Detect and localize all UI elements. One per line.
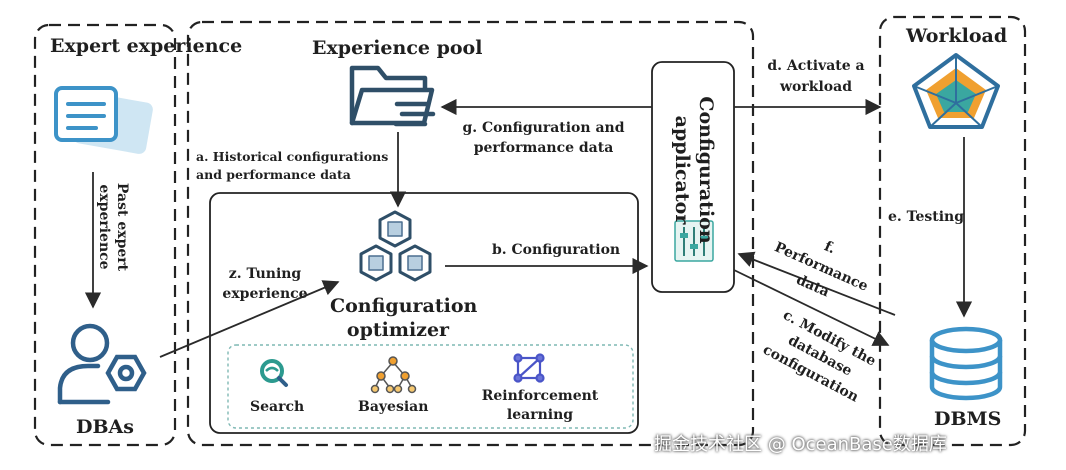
dba-user-gear-icon [57,323,147,405]
database-icon [929,326,1003,401]
experience-pool-panel [186,20,755,447]
arrow-performance-data [737,251,896,316]
method-group-box [227,344,634,429]
edge-z-label: z. Tuning experience [222,266,308,302]
edge-e-label: e. Testing [888,209,965,225]
experience-pool-title: Experience pool [312,37,483,59]
method-search-label: Search [250,399,305,415]
reinforcement-learning-icon [513,353,545,383]
workload-panel [878,15,1027,447]
search-icon [260,359,288,387]
watermark: 掘金技术社区 @ OceanBase数据库 [654,434,947,455]
configuration-applicator-title: Configuration applicator [671,96,717,244]
dbas-label: DBAs [76,416,134,438]
edge-a-label: a. Historical configurations and perform… [196,149,389,182]
configuration-optimizer-title: Configuration optimizer [330,295,478,341]
configuration-optimizer-box [209,192,639,434]
workload-title: Workload [906,25,1008,47]
sliders-icon [674,220,714,262]
edge-b-label: b. Configuration [492,242,621,258]
edge-g-label: g. Configuration and performance data [462,120,625,156]
edge-d-label: d. Activate a workload [767,58,865,95]
folder-icon [349,65,436,127]
method-reinforcement-label: Reinforcement learning [481,388,599,423]
dbms-label: DBMS [934,408,1002,430]
expert-experience-panel [33,23,177,447]
past-expert-experience-label: Past expert experience [96,182,130,272]
method-bayesian-label: Bayesian [358,399,429,415]
configuration-applicator-box [651,61,735,293]
document-icon [54,86,153,154]
workload-radar-icon [912,53,1000,129]
expert-experience-title: Expert experience [50,35,243,57]
arrow-modify-configuration [733,269,890,346]
arrow-tuning-experience [159,280,340,358]
bayesian-network-icon [370,356,417,394]
hexagon-cluster-icon [359,210,432,282]
